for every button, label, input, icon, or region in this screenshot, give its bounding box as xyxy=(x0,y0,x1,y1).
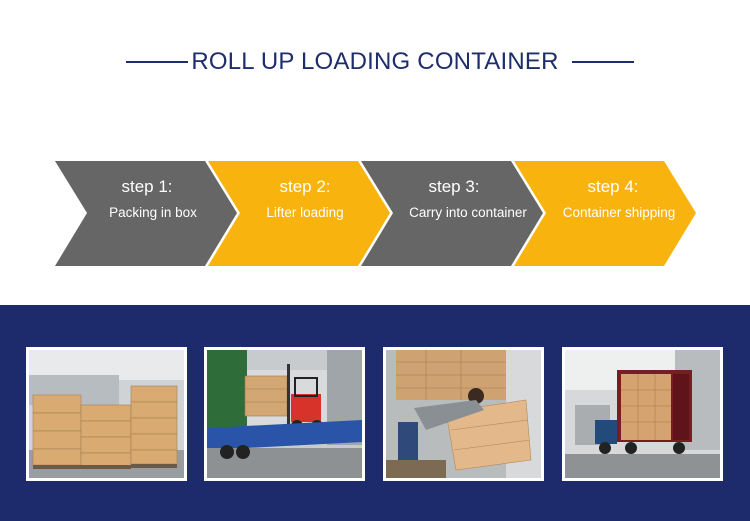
worker-in-container-photo xyxy=(383,347,544,481)
photo-band xyxy=(0,305,750,521)
packing-boxes-image xyxy=(29,350,184,478)
forklift-loading-photo xyxy=(204,347,365,481)
step-1-label: Packing in box xyxy=(109,205,197,220)
container-truck-image xyxy=(565,350,720,478)
step-2-label: Lifter loading xyxy=(266,205,344,220)
process-steps: step 1: Packing in box step 2: Lifter lo… xyxy=(55,161,696,266)
step-arrows xyxy=(55,161,696,266)
step-3-arrow xyxy=(361,161,543,266)
step-3-number: step 3: xyxy=(428,177,480,196)
worker-in-container-image xyxy=(386,350,541,478)
step-4-label: Container shipping xyxy=(562,205,676,220)
step-4-number: step 4: xyxy=(587,177,639,196)
step-4-arrow xyxy=(514,161,696,266)
title-right-rule xyxy=(572,61,634,63)
step-1-arrow xyxy=(55,161,237,266)
packing-boxes-photo xyxy=(26,347,187,481)
title-row: ROLL UP LOADING CONTAINER xyxy=(0,44,750,80)
step-3-label: Carry into container xyxy=(409,205,527,220)
container-truck-photo xyxy=(562,347,723,481)
step-1-number: step 1: xyxy=(121,177,173,196)
forklift-loading-image xyxy=(207,350,362,478)
step-2-number: step 2: xyxy=(279,177,331,196)
page-title: ROLL UP LOADING CONTAINER xyxy=(191,48,559,75)
step-2-arrow xyxy=(208,161,390,266)
title-left-rule xyxy=(126,61,188,63)
